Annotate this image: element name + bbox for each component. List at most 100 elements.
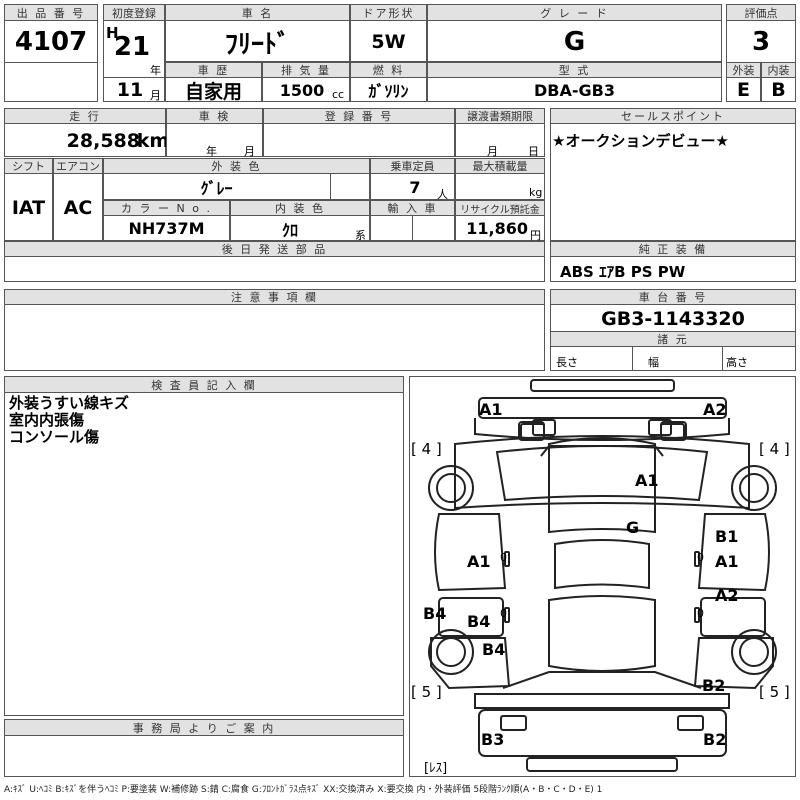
exterior-grade: E (737, 79, 750, 101)
door-mark-left-rear: 0 (500, 607, 507, 620)
chassis-box (550, 304, 796, 332)
width-label: 幅 (648, 356, 659, 369)
capacity-unit: 人 (437, 188, 448, 201)
fuel-box (350, 77, 427, 102)
shift: IAT (11, 196, 46, 219)
recycle-box (455, 215, 545, 241)
ac-box (53, 173, 103, 241)
exterior-label: 外装 (726, 62, 761, 78)
inspection-year-unit: 年 (206, 145, 217, 158)
damage-glass: G (626, 518, 640, 537)
shift-box (4, 173, 53, 241)
damage-rear-right: B2 (703, 730, 727, 749)
import-label: 輸 入 車 (370, 200, 455, 216)
load-unit: kg (529, 186, 543, 199)
recycle-label: リサイクル預託金 (455, 200, 545, 216)
model: DBA-GB3 (534, 80, 615, 100)
color-no: NH737M (128, 219, 205, 238)
door-mark-left-front: 0 (500, 551, 507, 564)
damage-left-door-front: A1 (467, 552, 491, 571)
color-label: 外 装 色 (103, 158, 370, 174)
car-name-label: 車 名 (165, 4, 350, 21)
displacement: 1500 (279, 80, 325, 100)
door-label: ドア形状 (350, 4, 427, 21)
load-label: 最大積載量 (455, 158, 545, 174)
car-diagram (428, 379, 777, 772)
score: 3 (751, 27, 771, 57)
int-color-box (230, 215, 370, 241)
inspector-note: 室内内張傷 (9, 411, 85, 429)
first-reg-label: 初度登録 (103, 4, 165, 21)
load-box (455, 173, 545, 200)
capacity-box (370, 173, 455, 200)
recycle: 11,860 (466, 219, 528, 238)
color-no-box (103, 215, 230, 241)
equipment: ABS ｴｱB PS PW (560, 263, 686, 281)
int-color-label: 内 装 色 (230, 200, 370, 216)
damage-roof: A1 (635, 471, 659, 490)
era: H (106, 24, 119, 42)
lot-number: 4107 (14, 27, 88, 57)
door-mark-right-rear: 0 (697, 607, 704, 620)
damage-right-quarter: B2 (702, 676, 726, 695)
registration-label: 登 録 番 号 (263, 108, 455, 124)
damage-right-door-front-2: A1 (715, 552, 739, 571)
damage-left-door-rear: B4 (467, 612, 491, 631)
sales-point-label: セールスポイント (550, 108, 796, 124)
color-no-label: カ ラ ー N o . (103, 200, 230, 216)
transfer-day-unit: 日 (528, 145, 539, 158)
sales-point: ★オークションデビュー★ (552, 132, 729, 150)
damage-front-right: A2 (703, 400, 727, 419)
chassis-number: GB3-1143320 (601, 307, 745, 330)
damage-left-quarter: B4 (482, 640, 506, 659)
tire-front-right: [ 4 ] (759, 440, 790, 458)
year-unit: 年 (150, 64, 161, 77)
interior-label: 内装 (761, 62, 796, 78)
equipment-box (550, 256, 796, 282)
int-color-unit: 系 (355, 229, 366, 242)
displacement-label: 排 気 量 (262, 62, 350, 78)
office-box (4, 735, 404, 777)
specs-box (550, 346, 796, 371)
fuel-label: 燃 料 (350, 62, 427, 78)
length-label: 長さ (556, 356, 578, 369)
damage-right-door-rear: A2 (715, 586, 739, 605)
inspector-note: コンソール傷 (9, 428, 100, 446)
equipment-label: 純 正 装 備 (550, 241, 796, 257)
spare-tire: [ﾚｽ] (424, 761, 448, 776)
inspection-month-unit: 月 (244, 145, 255, 158)
reg-month: 11 (116, 79, 144, 101)
damage-rear-left: B3 (481, 730, 505, 749)
legend: A:ｷｽﾞ U:ﾍｺﾐ B:ｷｽﾞを伴うﾍｺﾐ P:要塗装 W:補修跡 S:錆 … (4, 785, 603, 795)
color: ｸﾞﾚｰ (200, 179, 233, 198)
office-label: 事 務 局 よ り ご 案 内 (4, 719, 404, 736)
displacement-unit: cc (332, 88, 345, 101)
history-box (165, 77, 262, 102)
grade-label: グ レ ー ド (427, 4, 722, 21)
registration-box (263, 123, 455, 157)
lot-label: 出 品 番 号 (4, 4, 98, 21)
specs-label: 諸 元 (550, 331, 796, 347)
tire-front-left: [ 4 ] (411, 440, 442, 458)
mileage-unit: km (136, 129, 170, 152)
inspector-label: 検 査 員 記 入 欄 (4, 376, 404, 393)
later-parts-box (4, 256, 545, 282)
model-label: 型 式 (427, 62, 722, 78)
ac-label: エアコン (53, 158, 103, 174)
shift-label: シフト (4, 158, 53, 174)
capacity-label: 乗車定員 (370, 158, 455, 174)
car-name: ﾌﾘｰﾄﾞ (224, 29, 290, 60)
reg-year: 21 (113, 32, 151, 62)
interior-grade: B (771, 79, 786, 101)
inspection-label: 車 検 (166, 108, 263, 124)
damage-front-left: A1 (479, 400, 503, 419)
color-box (103, 173, 370, 200)
inspection-box (166, 123, 263, 157)
month-unit: 月 (150, 89, 161, 102)
interior-box (761, 77, 796, 102)
recycle-unit: 円 (530, 229, 541, 242)
transfer-month-unit: 月 (487, 145, 498, 158)
notes-box (4, 304, 545, 371)
mileage-label: 走 行 (4, 108, 166, 124)
inspector-note: 外装うすい線キズ (9, 394, 130, 412)
